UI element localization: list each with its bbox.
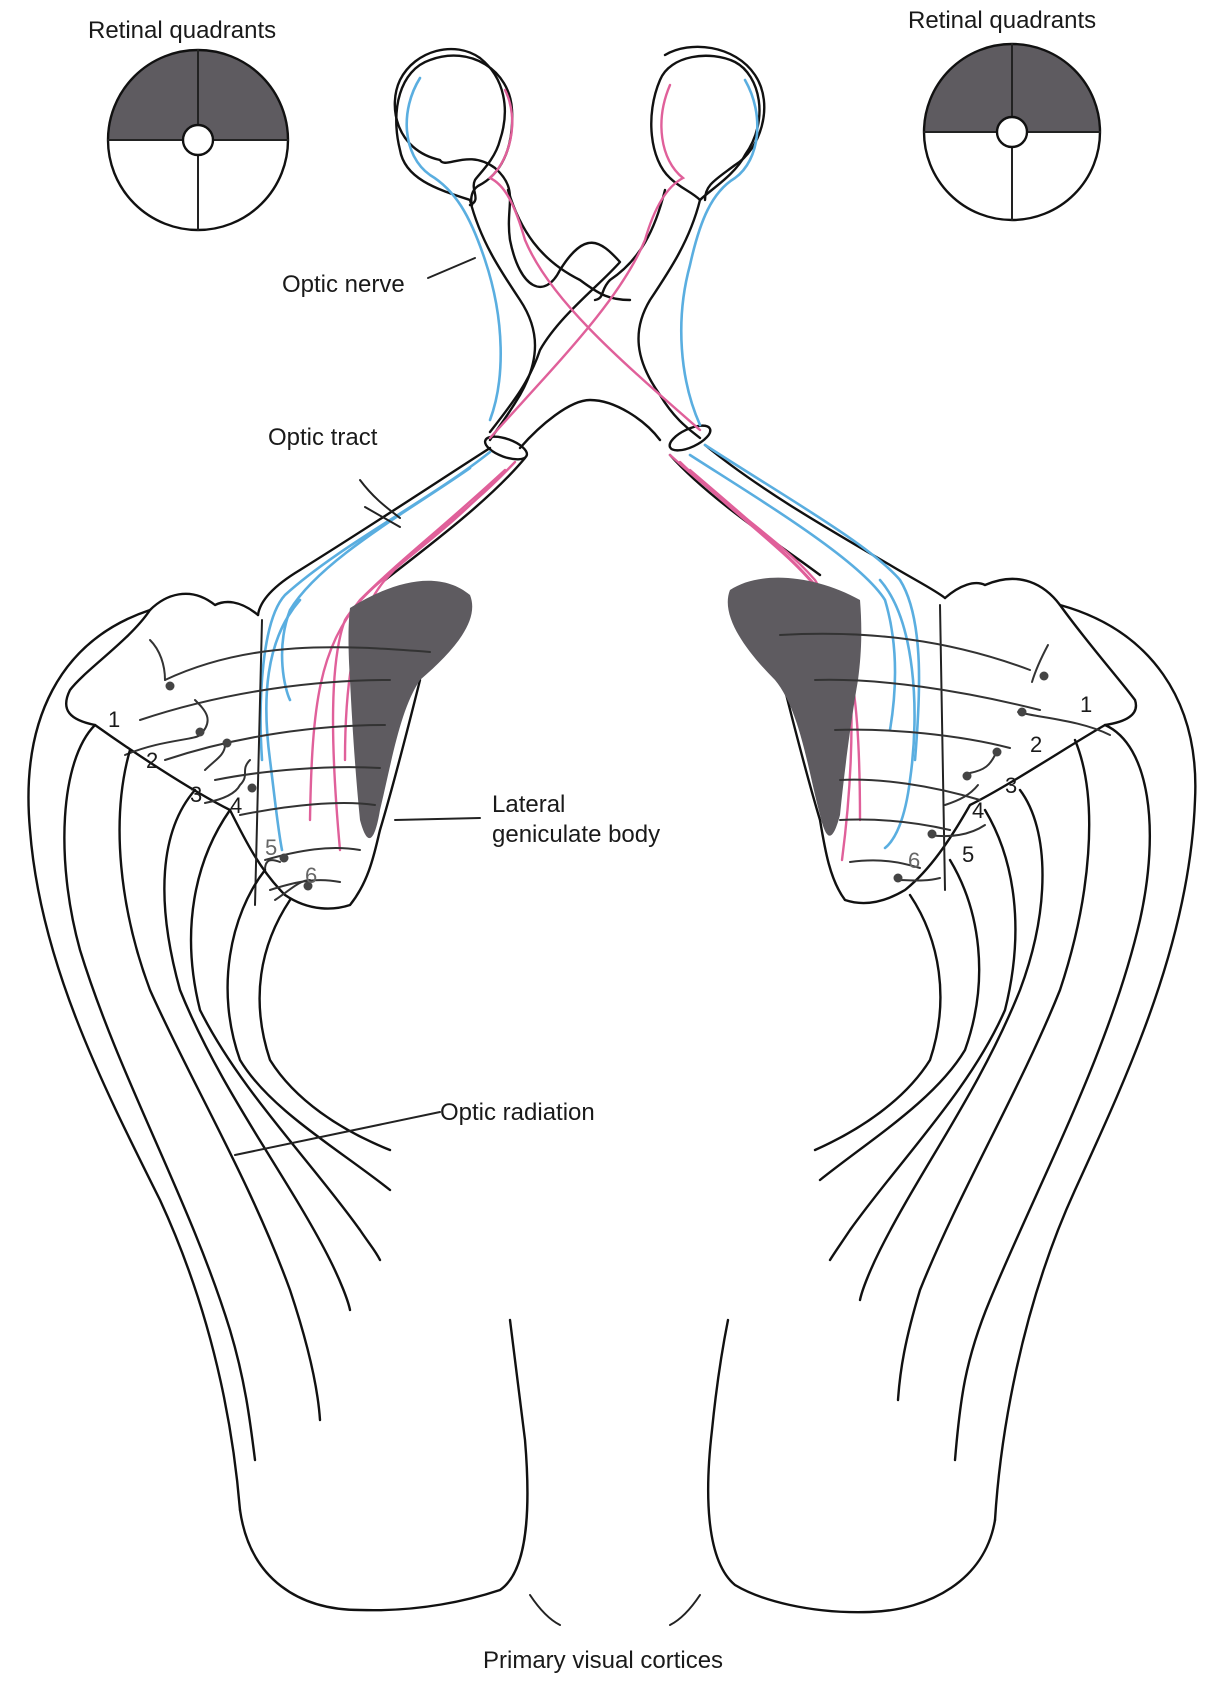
optic-nerve-left-outer (470, 200, 535, 440)
primary-visual-cortices (240, 1320, 995, 1612)
layer-label-right-4: 4 (972, 798, 984, 823)
layer-label-right-1: 1 (1080, 692, 1092, 717)
retinal-quadrant-disc-right (924, 44, 1100, 220)
eyes-and-chiasm (395, 47, 764, 464)
optic-radiation-right (815, 605, 1195, 1520)
optic-radiation-left (29, 610, 391, 1510)
layer-label-left-6: 6 (305, 863, 317, 888)
retinal-quadrants-label-right: Retinal quadrants (908, 7, 1096, 34)
right-tract-cut-end (666, 421, 713, 456)
left-eyeball (396, 56, 512, 205)
optic-radiation-label: Optic radiation (440, 1099, 595, 1126)
lateral-geniculate-label-line1: Lateral (492, 791, 565, 818)
lgb-right-shaded-region (728, 578, 862, 836)
layer-label-right-3: 3 (1005, 773, 1017, 798)
pink-fiber-left-eye (490, 90, 700, 430)
chiasm-outline (395, 47, 764, 432)
optic-disc-right (997, 117, 1027, 147)
blue-fiber-left-eye (407, 78, 501, 420)
lgb-left-shaded-region (349, 581, 473, 838)
layer-label-left-2: 2 (146, 748, 158, 773)
right-occipital-lobe (708, 1320, 995, 1612)
retinal-quadrant-disc-left (108, 50, 288, 230)
lateral-geniculate-label-line2: geniculate body (492, 821, 660, 848)
right-eyeball (651, 56, 759, 200)
layer-label-right-2: 2 (1030, 732, 1042, 757)
optic-disc-left (183, 125, 213, 155)
blue-fiber-right-eye (681, 80, 757, 425)
layer-label-right-5: 5 (962, 842, 974, 867)
primary-visual-cortices-label: Primary visual cortices (483, 1647, 723, 1674)
chiasm-lower-notch (520, 400, 660, 448)
optic-nerve-right-inner (595, 190, 665, 300)
left-occipital-lobe (240, 1320, 527, 1610)
layer-label-right-6: 6 (908, 848, 920, 873)
optic-nerve-label: Optic nerve (282, 271, 405, 298)
optic-tract-label: Optic tract (268, 424, 378, 451)
layer-label-left-1: 1 (108, 707, 120, 732)
layer-label-left-4: 4 (230, 793, 242, 818)
retinal-quadrants-label-left: Retinal quadrants (88, 17, 276, 44)
layer-label-left-5: 5 (265, 835, 277, 860)
blue-tract-right-3 (880, 580, 915, 848)
